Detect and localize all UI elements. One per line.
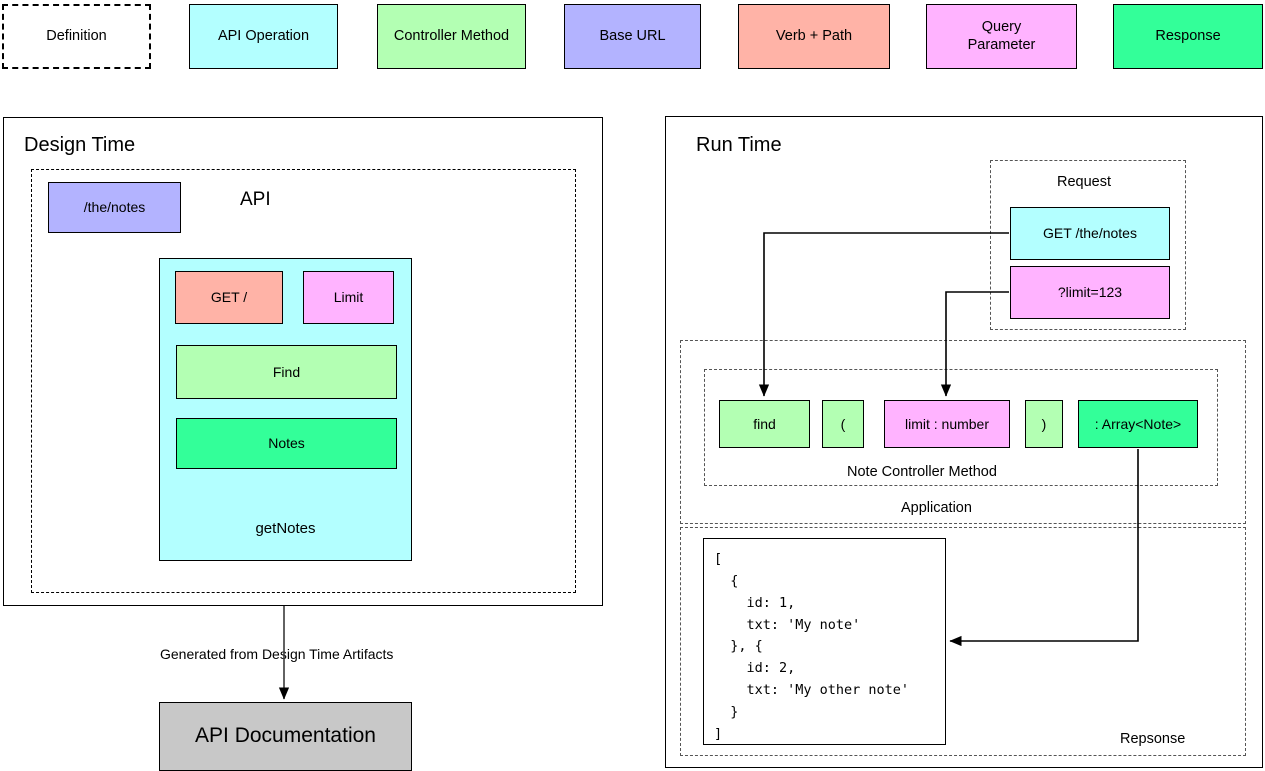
legend-label: API Operation [217, 27, 310, 44]
design-query-param-label: Limit [333, 289, 364, 306]
method-token-label: limit : number [904, 415, 990, 432]
api-documentation-box: API Documentation [159, 702, 412, 771]
method-token-label: ) [1041, 415, 1047, 432]
design-response-label: Notes [268, 435, 305, 452]
design-time-title: Design Time [24, 134, 136, 156]
run-time-title: Run Time [696, 134, 782, 156]
method-token-open-paren: ( [822, 400, 864, 448]
design-base-url-label: /the/notes [83, 199, 146, 216]
legend-item-verb-path: Verb + Path [738, 4, 890, 69]
request-query-label: ?limit=123 [1057, 284, 1123, 301]
api-definition-region [31, 169, 576, 593]
legend-item-controller-method: Controller Method [377, 4, 526, 69]
legend-item-query-parameter: Query Parameter [926, 4, 1077, 69]
request-url-box: GET /the/notes [1010, 207, 1170, 260]
api-documentation-label: API Documentation [195, 724, 376, 748]
design-controller-method-box: Find [176, 345, 397, 399]
method-token-return-type: : Array<Note> [1078, 400, 1198, 448]
method-token-find: find [719, 400, 810, 448]
method-token-label: ( [840, 415, 846, 432]
note-controller-method-label: Note Controller Method [847, 464, 997, 480]
design-query-param-box: Limit [303, 271, 394, 324]
generated-caption: Generated from Design Time Artifacts [160, 646, 394, 662]
method-token-limit-param: limit : number [884, 400, 1010, 448]
legend-label: Response [1155, 27, 1221, 44]
request-url-label: GET /the/notes [1043, 225, 1137, 242]
method-token-close-paren: ) [1025, 400, 1063, 448]
response-region-label: Repsonse [1120, 731, 1186, 747]
legend-item-base-url: Base URL [564, 4, 701, 69]
legend-item-response: Response [1113, 4, 1263, 69]
legend-label: Query Parameter [967, 19, 1036, 53]
design-response-box: Notes [176, 418, 397, 469]
method-token-label: : Array<Note> [1094, 415, 1182, 432]
request-region-label: Request [1057, 174, 1112, 190]
legend-label: Controller Method [393, 27, 510, 44]
design-verb-path-box: GET / [175, 271, 283, 324]
design-verb-path-label: GET / [210, 289, 248, 306]
legend-label: Definition [46, 27, 107, 44]
legend-label: Verb + Path [775, 27, 853, 44]
design-base-url-box: /the/notes [48, 182, 181, 233]
design-operation-name: getNotes [255, 520, 316, 538]
legend-label: Base URL [599, 27, 666, 44]
response-body-code: [ { id: 1, txt: 'My note' }, { id: 2, tx… [703, 538, 946, 745]
request-query-box: ?limit=123 [1010, 266, 1170, 319]
legend-item-definition: Definition [2, 4, 151, 69]
api-label: API [240, 189, 271, 210]
application-region-label: Application [901, 500, 972, 516]
design-controller-method-label: Find [272, 363, 301, 380]
legend-item-api-operation: API Operation [189, 4, 338, 69]
method-token-label: find [753, 415, 776, 432]
